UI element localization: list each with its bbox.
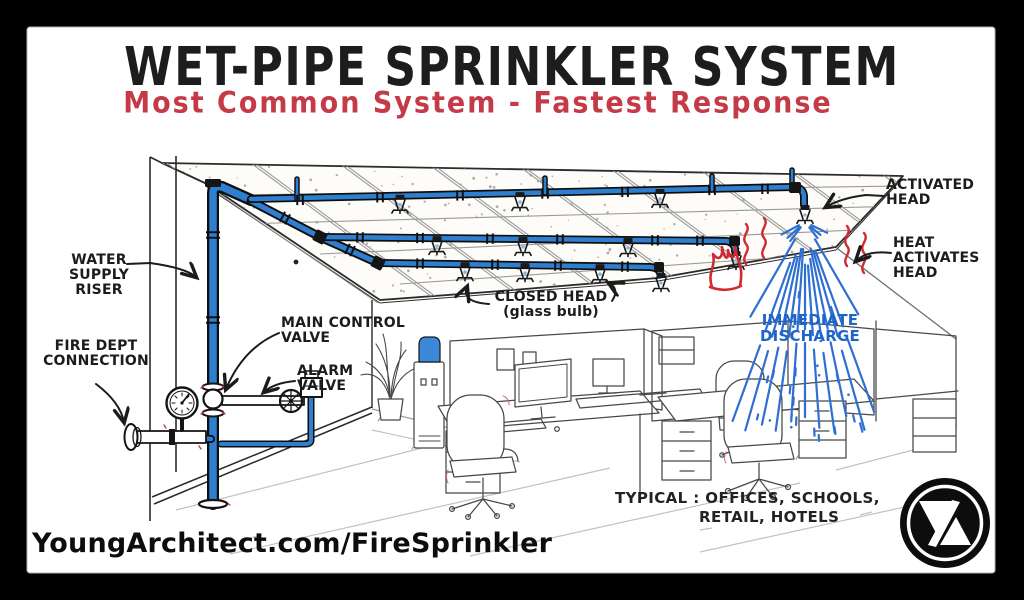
sprinkler-head-icon [796, 205, 814, 225]
arrow-closed-head-left [466, 287, 490, 305]
sprinkler-head-icon [456, 262, 474, 282]
label-typical-occupancies: TYPICAL : OFFICES, SCHOOLS, RETAIL, HOTE… [615, 489, 880, 527]
page-subtitle: Most Common System - Fastest Response [123, 86, 833, 121]
label-heat-activates-head: HEAT ACTIVATES HEAD [893, 235, 980, 281]
arrow-water-supply-riser [126, 263, 196, 277]
young-architect-logo [900, 478, 990, 568]
potted-plant [360, 333, 417, 421]
sprinkler-head-icon [514, 237, 532, 257]
label-arrows [95, 195, 892, 422]
valve-handwheel [278, 388, 304, 414]
pipe-fittings [205, 179, 801, 324]
valve-assembly [123, 370, 323, 510]
arrow-closed-head-right [609, 283, 615, 302]
arrow-activated-head [826, 195, 885, 207]
label-main-control-valve: MAIN CONTROL VALVE [281, 315, 406, 346]
office-furniture [360, 320, 959, 521]
sprinkler-head-icon [651, 189, 669, 209]
arrow-fire-dept-connection [95, 383, 124, 422]
label-closed-head: CLOSED HEAD (glass bulb) [494, 289, 608, 320]
arrow-heat-activates-head [856, 252, 892, 261]
page-title: WET-PIPE SPRINKLER SYSTEM [124, 36, 900, 99]
typical-line-2: RETAIL, HOTELS [699, 507, 840, 526]
label-fire-dept-connection: FIRE DEPT CONNECTION [43, 338, 149, 369]
sprinkler-head-icon [591, 264, 609, 284]
arrow-alarm-valve [264, 381, 296, 392]
alarm-valve-body [300, 370, 323, 398]
sprinkler-head-icon [619, 238, 637, 258]
typical-line-1: TYPICAL : OFFICES, SCHOOLS, [615, 489, 880, 507]
pressure-gauge [165, 386, 199, 432]
label-activated-head: ACTIVATED HEAD [886, 177, 975, 208]
sprinkler-head-icon [391, 194, 409, 214]
label-immediate-discharge: IMMEDIATE DISCHARGE [760, 311, 860, 346]
footer-url: YoungArchitect.com/FireSprinkler [32, 528, 553, 559]
water-cooler [413, 336, 445, 449]
label-alarm-valve: ALARM VALVE [297, 363, 354, 394]
sprinkler-head-icon [516, 263, 534, 283]
water-spray [731, 224, 876, 442]
sprinkler-head-icon [428, 236, 446, 256]
arrow-main-control-valve [226, 332, 280, 389]
sprinkler-head-icon [652, 273, 670, 293]
sprinkler-head-icon [511, 192, 529, 212]
fire-dept-connection-fitting [123, 423, 207, 451]
label-water-supply-riser: WATER SUPPLY RISER [68, 252, 130, 298]
flame-icon [708, 245, 743, 292]
room-walls-floor [149, 156, 957, 557]
sprinkler-heads [391, 189, 814, 293]
office-chair [446, 394, 519, 521]
